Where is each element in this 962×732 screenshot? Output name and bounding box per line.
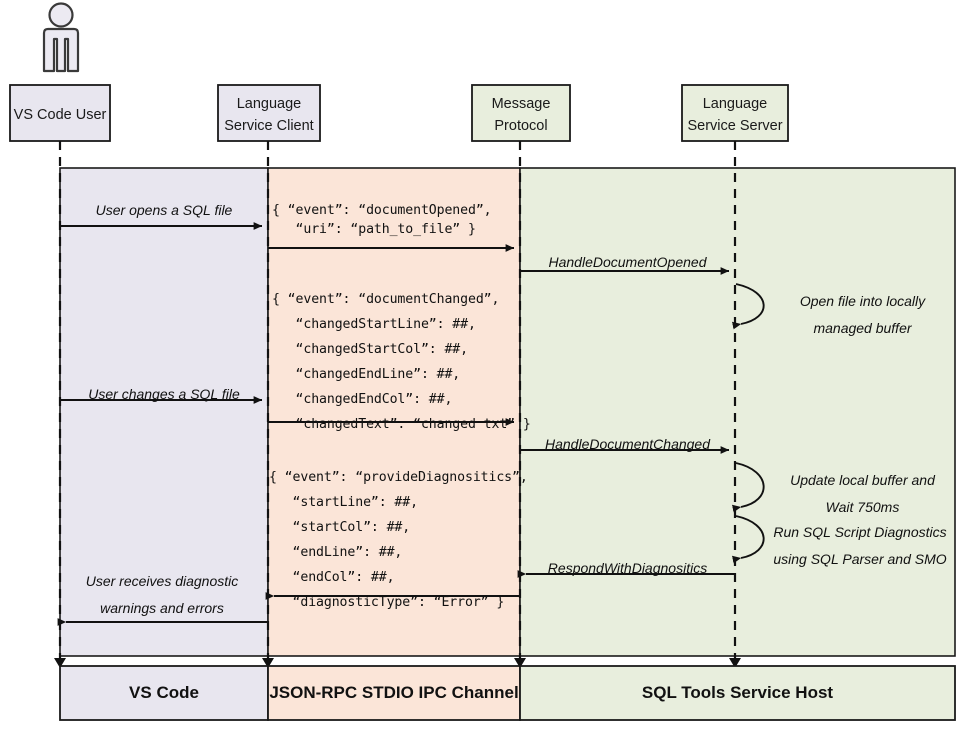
message-line2: warnings and errors xyxy=(100,600,224,617)
message-label-user-opens-sql-file: User opens a SQL file xyxy=(95,202,233,218)
message-label-user-changes-sql-file: User changes a SQL file xyxy=(88,386,240,402)
lifeline-terminators xyxy=(54,658,741,668)
note-run-diagnostics: Run SQL Script Diagnostics using SQL Par… xyxy=(764,519,956,572)
note-open-file: Open file into locally managed buffer xyxy=(770,288,955,341)
message-label-user-receives-diagnostics: User receives diagnostic warnings and er… xyxy=(56,571,268,619)
band-service-host xyxy=(519,167,956,657)
note-line2: managed buffer xyxy=(813,319,912,336)
json-provide-diagnositics-payload: { “event”: “provideDiagnositics”, “start… xyxy=(269,470,528,611)
footer-box-ipc xyxy=(267,665,521,721)
footer-label-ipc: JSON-RPC STDIO IPC Channel xyxy=(269,683,519,702)
message-label-handle-document-opened: HandleDocumentOpened xyxy=(548,254,707,270)
message-line1: User receives diagnostic xyxy=(85,573,239,589)
note-line2: Wait 750ms xyxy=(825,498,900,515)
note-line2: using SQL Parser and SMO xyxy=(773,550,947,567)
note-line1: Open file into locally xyxy=(799,293,926,309)
json-document-changed-payload: { “event”: “documentChanged”, “changedSt… xyxy=(272,292,531,433)
header-box-vscode-user xyxy=(9,84,111,142)
header-box-language-server xyxy=(681,84,789,142)
selfloop-run-diagnostics xyxy=(732,515,765,564)
header-box-language-client xyxy=(217,84,321,142)
selfloop-open-file xyxy=(732,283,765,330)
band-ipc xyxy=(267,167,521,657)
footer-label-vs-code: VS Code xyxy=(129,683,199,702)
band-vs-code xyxy=(59,167,269,657)
footer-box-vs-code xyxy=(59,665,269,721)
message-label-respond-with-diagnositics: RespondWithDiagnositics xyxy=(547,560,708,576)
selfloop-update-buffer xyxy=(732,462,765,513)
note-line1: Update local buffer and xyxy=(790,472,935,488)
header-box-message-protocol xyxy=(471,84,571,142)
note-update-buffer: Update local buffer and Wait 750ms xyxy=(770,467,955,520)
person-icon xyxy=(42,2,80,73)
note-line1: Run SQL Script Diagnostics xyxy=(773,524,947,540)
footer-box-host xyxy=(519,665,956,721)
json-document-opened-payload: { “event”: “documentOpened”, “uri”: “pat… xyxy=(272,203,492,238)
footer-label-host: SQL Tools Service Host xyxy=(641,683,834,702)
message-label-handle-document-changed: HandleDocumentChanged xyxy=(545,436,710,452)
